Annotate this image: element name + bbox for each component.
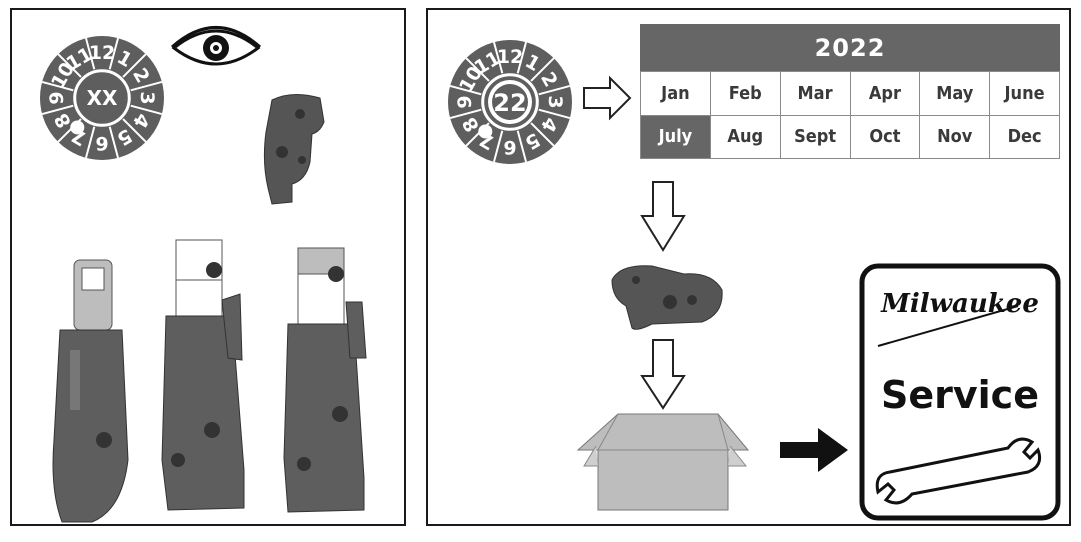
disc-month-number: 3	[544, 95, 566, 108]
calendar-month-dec: Dec	[990, 115, 1060, 159]
calendar-month-feb: Feb	[710, 72, 781, 116]
disc-divider	[108, 126, 120, 159]
crimp-jaw-icon	[611, 265, 723, 330]
arrow-down-outline-icon	[640, 339, 686, 410]
calendar-month-oct: Oct	[850, 115, 921, 159]
disc-month-number: 6	[503, 136, 516, 158]
arrow-down-outline-icon	[640, 181, 686, 252]
disc-divider	[465, 57, 490, 82]
disc-month-number: 9	[46, 91, 68, 104]
disc-month-number: 3	[136, 91, 158, 104]
disc-divider	[41, 80, 74, 92]
service-label: Service	[881, 373, 1039, 417]
crimp-jaw-icon	[263, 94, 325, 205]
disc-marker-dot	[478, 124, 493, 139]
disc-center	[73, 69, 131, 127]
calendar-month-sept: Sept	[780, 115, 851, 159]
disc-divider	[538, 108, 571, 120]
calendar-month-may: May	[920, 72, 991, 116]
arrow-right-outline-icon	[583, 75, 632, 121]
disc-divider	[57, 53, 82, 78]
disc-center-inner	[492, 84, 528, 120]
disc-divider	[530, 122, 555, 147]
calendar-month-july: July	[641, 115, 711, 159]
disc-divider	[538, 84, 571, 96]
calendar-month-jan: Jan	[641, 72, 711, 116]
disc-divider	[84, 37, 96, 70]
eye-icon	[171, 26, 261, 66]
disc-divider	[130, 104, 163, 116]
disc-divider	[108, 37, 120, 70]
disc-divider	[449, 108, 482, 120]
press-tool-icon	[283, 247, 367, 513]
calendar-year: 2022	[640, 24, 1060, 71]
disc-month-number: 12	[89, 42, 115, 64]
wrench-icon	[875, 437, 1042, 505]
disc-divider	[41, 104, 74, 116]
calendar-month-june: June	[990, 72, 1060, 116]
disc-divider	[122, 118, 147, 143]
calendar-month-apr: Apr	[850, 72, 921, 116]
disc-divider	[84, 126, 96, 159]
press-tool-icon	[161, 239, 245, 511]
disc-marker-dot	[70, 120, 85, 135]
calendar-month-nov: Nov	[920, 115, 991, 159]
disc-month-number: 12	[497, 46, 523, 68]
calendar-month-aug: Aug	[710, 115, 781, 159]
box-icon	[576, 413, 750, 511]
disc-center-label: 22	[493, 89, 526, 117]
disc-center-label: XX	[87, 86, 118, 110]
calendar-month-mar: Mar	[780, 72, 851, 116]
disc-divider	[492, 41, 504, 74]
disc-month-number: 9	[454, 95, 476, 108]
disc-divider	[530, 57, 555, 82]
disc-divider	[122, 53, 147, 78]
brand-logo: Milwaukee	[880, 289, 1039, 319]
disc-divider	[516, 130, 528, 163]
service-card: Milwaukee Service	[859, 263, 1061, 521]
arrow-right-solid-icon	[780, 428, 848, 472]
disc-divider	[130, 80, 163, 92]
press-tool-icon	[52, 259, 129, 523]
disc-month-number: 6	[95, 132, 108, 154]
disc-divider	[516, 41, 528, 74]
disc-divider	[449, 84, 482, 96]
disc-divider	[492, 130, 504, 163]
